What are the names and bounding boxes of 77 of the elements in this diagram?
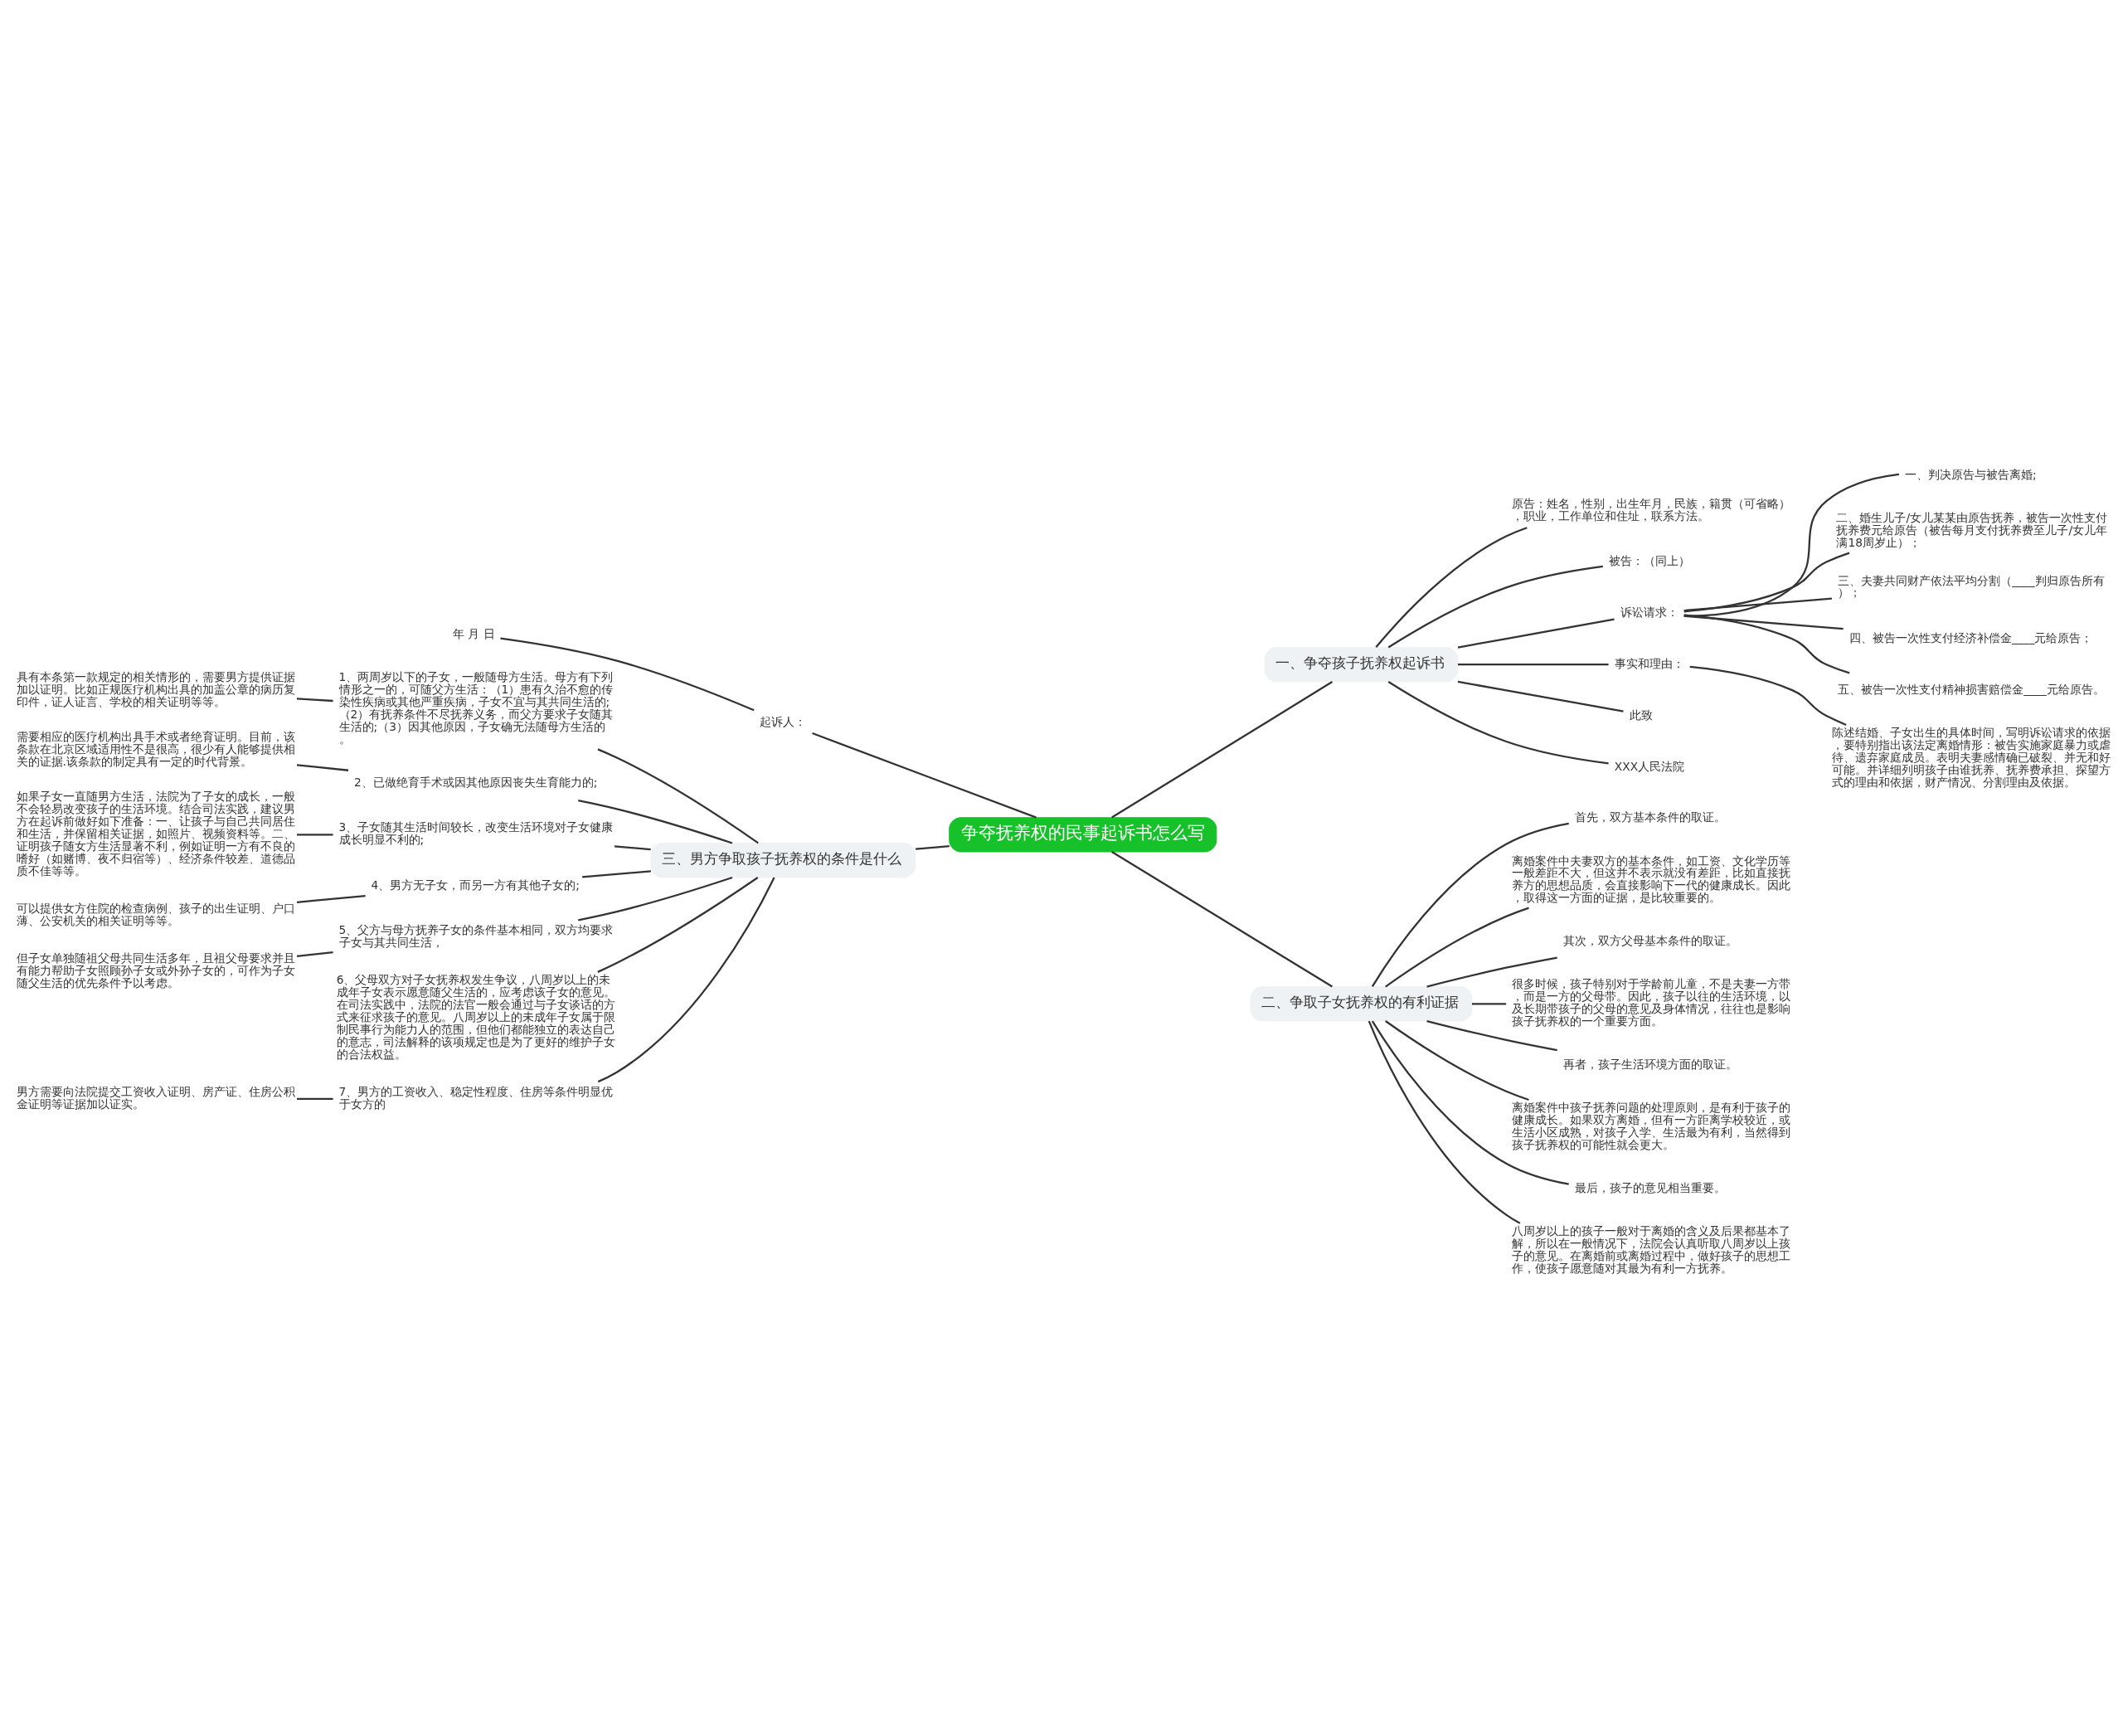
node-box: 争夺抚养权的民事起诉书怎么写 bbox=[949, 816, 1217, 853]
connector bbox=[296, 894, 366, 903]
connector bbox=[1387, 680, 1609, 764]
node-text: 一、判决原告与被告离婚; bbox=[1904, 467, 2037, 481]
connector bbox=[614, 844, 651, 850]
node-text: 需要相应的医疗机构出具手术或者绝育证明。目前，该条款在北京区域适用性不是很高，很少有人能够提供相关的证据.该条款的制定具有一定的时代背景。 bbox=[16, 729, 295, 768]
node-text: 离婚案件中夫妻双方的基本条件，如工资、文化学历等一般差距不大，但这并不表示就没有差距，比如直接抚养方的思想品质，会直接影响下一代的健康成长。因此，取得这一方面的证据，是比较重要的。 bbox=[1512, 853, 1791, 904]
connector bbox=[578, 799, 733, 844]
connector bbox=[297, 1097, 333, 1100]
connector bbox=[1426, 956, 1557, 988]
node-text: 五、被告一次性支付精神损害赔偿金____元给原告。 bbox=[1838, 682, 2105, 696]
node-text: 但子女单独随祖父母共同生活多年，且祖父母要求并且有能力帮助子女照顾孙子女或外孙子女的，可作为子女随父生活的优先条件予以考虑。 bbox=[16, 951, 295, 990]
connector bbox=[1375, 526, 1528, 648]
connector bbox=[1683, 615, 1844, 630]
node-text: XXX人民法院 bbox=[1614, 759, 1685, 773]
node-text: 离婚案件中孩子抚养问题的处理原则，是有利于孩子的健康成长。如果双方离婚，但有一方距离学校较近，或生活小区成熟，对孩子入学、生活最为有利，当然得到孩子抚养权的可能性就会更大。 bbox=[1512, 1100, 1791, 1151]
connector bbox=[1385, 1019, 1529, 1101]
node-text: 7、男方的工资收入、稳定性程度、住房等条件明显优于女方的 bbox=[338, 1084, 614, 1111]
connector bbox=[1457, 663, 1609, 665]
node-text: 陈述结婚、子女出生的具体时间，写明诉讼请求的依据，要特别指出该法定离婚情形：被告实施家庭暴力或虐待、遗弃家庭成员。表明夫妻感情确已破裂、并无和好可能。并详细列明孩子由谁抚养、抚养费承担、探望方式的理由和依据，财产情况、分割理由及依据。 bbox=[1832, 725, 2111, 789]
connector bbox=[1368, 1020, 1521, 1224]
node-text: 事实和理由： bbox=[1614, 656, 1684, 670]
node-text: 被告：（同上） bbox=[1608, 553, 1690, 567]
node-text: 八周岁以上的孩子一般对于离婚的含义及后果都基本了解，所以在一般情况下，法院会认真听取八周岁以上孩子的意见。在离婚前或离婚过程中，做好孩子的思想工作，使孩子愿意随对其最为有利一方抚养。 bbox=[1512, 1223, 1791, 1275]
connector bbox=[1385, 907, 1529, 988]
connector bbox=[1457, 618, 1615, 649]
connector bbox=[296, 763, 349, 771]
node-text: 最后，孩子的意见相当重要。 bbox=[1574, 1180, 1726, 1194]
connector bbox=[915, 844, 950, 850]
node-text: 可以提供女方住院的检查病例、孩子的出生证明、户口薄、公安机关的相关证明等等。 bbox=[16, 901, 295, 927]
connector bbox=[597, 747, 759, 844]
connector bbox=[597, 876, 775, 1082]
connector bbox=[1683, 552, 1850, 612]
node-text: 诉讼请求： bbox=[1620, 605, 1678, 619]
connector bbox=[1387, 565, 1603, 648]
node-text: 四、被告一次性支付经济补偿金____元给原告； bbox=[1849, 630, 2093, 644]
connector bbox=[1426, 1019, 1557, 1051]
node-text: 其次，双方父母基本条件的取证。 bbox=[1562, 933, 1737, 947]
node-box: 三、男方争取孩子抚养权的条件是什么 bbox=[650, 842, 916, 878]
connector bbox=[812, 732, 1037, 819]
connector bbox=[597, 876, 759, 973]
node-text: 1、两周岁以下的子女，一般随母方生活。母方有下列情形之一的，可随父方生活：（1）患有久治不愈的传染性疾病或其他严重疾病，子女不宜与其共同生活的;（2）有抚养条件不尽抚养义务，而父方要求子女随其生活的;（3）因其他原因，子女确无法随母方生活的。 bbox=[338, 669, 614, 746]
connector bbox=[296, 697, 333, 702]
node-text: 三、夫妻共同财产依法平均分割（____判归原告所有）； bbox=[1838, 573, 2105, 599]
node-text: 首先，双方基本条件的取证。 bbox=[1574, 810, 1726, 824]
connector bbox=[1457, 680, 1624, 712]
connector bbox=[1683, 597, 1832, 611]
connector bbox=[500, 636, 755, 711]
connector bbox=[582, 869, 651, 878]
node-text: 如果子女一直随男方生活，法院为了子女的成长，一般不会轻易改变孩子的生活环境。结合司法实践，建议男方在起诉前做好如下准备：一、让孩子与自己共同居住和生活，并保留相关证据，如照片、视频资料等。二、证明孩子随女方生活显著不利，例如证明一方有不良的嗜好（如赌博、夜不归宿等）、经济条件较差、道德品质不佳等等。 bbox=[16, 789, 295, 878]
node-text: 原告：姓名，性别，出生年月，民族，籍贯（可省略），职业，工作单位和住址，联系方法。 bbox=[1512, 496, 1791, 523]
connector bbox=[296, 951, 333, 957]
node-text: 6、父母双方对子女抚养权发生争议，八周岁以上的未成年子女表示愿意随父生活的，应考虑该子女的意见。在司法实践中，法院的法官一般会通过与子女谈话的方式来征求孩子的意见。八周岁以上的未成年子女属于限制民事行为能力人的范围，但他们都能独立的表达自己的意志，司法解释的该项规定也是为了更好的维护子女的合法权益。 bbox=[336, 972, 615, 1061]
connector bbox=[1689, 665, 1847, 726]
node-box: 二、争取子女抚养权的有利证据 bbox=[1250, 985, 1473, 1021]
connector bbox=[578, 876, 733, 921]
node-box: 一、争夺孩子抚养权起诉书 bbox=[1264, 646, 1459, 682]
node-text: 二、婚生儿子/女儿某某由原告抚养，被告一次性支付抚养费元给原告（被告每月支付抚养费至儿子/女儿年满18周岁止）； bbox=[1836, 510, 2108, 549]
node-text: 男方需要向法院提交工资收入证明、房产证、住房公积金证明等证据加以证实。 bbox=[16, 1084, 295, 1111]
connector bbox=[1371, 822, 1569, 987]
node-text: 此致 bbox=[1629, 708, 1653, 722]
connector bbox=[1683, 613, 1850, 674]
node-text: 很多时候，孩子特别对于学龄前儿童，不是夫妻一方带，而是一方的父母带。因此，孩子以往的生活环境，以及长期带孩子的父母的意见及身体情况，往往也是影响孩子抚养权的一个重要方面。 bbox=[1512, 976, 1791, 1028]
node-text: 3、子女随其生活时间较长，改变生活环境对子女健康成长明显不利的; bbox=[338, 819, 614, 846]
connector bbox=[1111, 680, 1334, 818]
node-text: 起诉人： bbox=[760, 714, 807, 728]
node-text: 年 月 日 bbox=[453, 626, 495, 640]
connector bbox=[1371, 1020, 1569, 1185]
node-text: 再者，孩子生活环境方面的取证。 bbox=[1562, 1057, 1737, 1071]
node-text: 4、男方无子女，而另一方有其他子女的; bbox=[371, 878, 580, 892]
node-text: 2、已做绝育手术或因其他原因丧失生育能力的; bbox=[353, 775, 598, 789]
connector bbox=[1683, 473, 1900, 617]
connector bbox=[1472, 1002, 1507, 1004]
node-text: 具有本条第一款规定的相关情形的，需要男方提供证据加以证明。比如正规医疗机构出具的加盖公章的病历复印件，证人证言、学校的相关证明等等。 bbox=[16, 669, 295, 708]
connector bbox=[297, 833, 333, 835]
node-text: 5、父方与母方抚养子女的条件基本相同，双方均要求子女与其共同生活， bbox=[338, 922, 614, 949]
connector bbox=[1111, 850, 1334, 988]
